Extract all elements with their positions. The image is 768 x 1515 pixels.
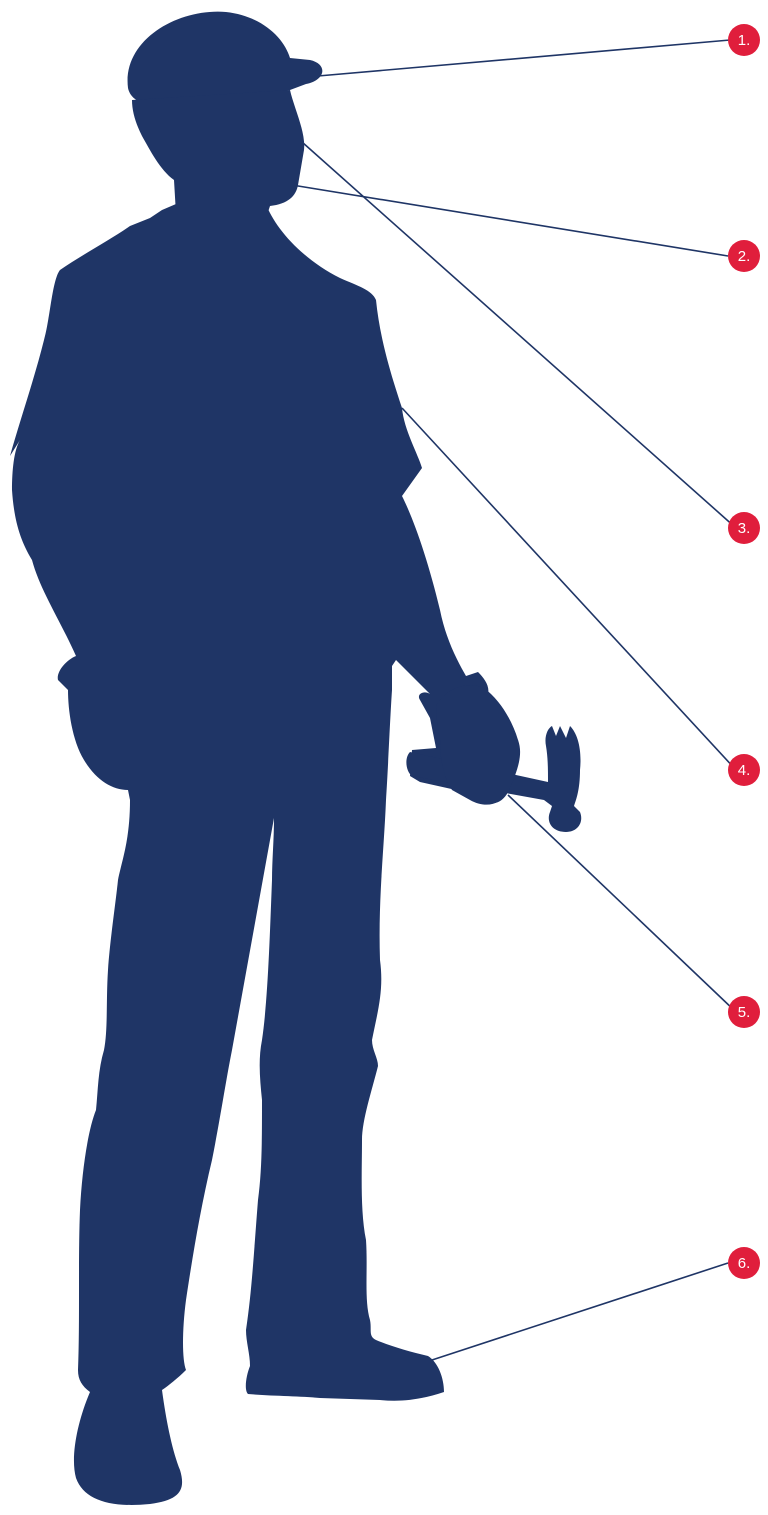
worker-figure <box>10 12 581 1505</box>
marker-3: 3. <box>728 512 760 544</box>
leader-line-6 <box>432 1263 728 1360</box>
marker-1: 1. <box>728 24 760 56</box>
head-shape <box>132 90 304 214</box>
marker-4: 4. <box>728 754 760 786</box>
marker-label: 3. <box>738 520 751 537</box>
marker-label: 2. <box>738 248 751 265</box>
marker-2: 2. <box>728 240 760 272</box>
leader-line-5 <box>508 795 736 1012</box>
leader-line-1 <box>318 40 730 76</box>
marker-label: 1. <box>738 32 751 49</box>
marker-label: 4. <box>738 762 751 779</box>
leader-line-2 <box>292 185 728 256</box>
marker-label: 6. <box>738 1255 751 1272</box>
marker-label: 5. <box>738 1004 751 1021</box>
body-shape <box>10 204 520 1505</box>
markers: 1. 2. 3. 4. 5. 6. <box>728 24 760 1279</box>
marker-6: 6. <box>728 1247 760 1279</box>
marker-5: 5. <box>728 996 760 1028</box>
cap-shape <box>128 12 323 104</box>
